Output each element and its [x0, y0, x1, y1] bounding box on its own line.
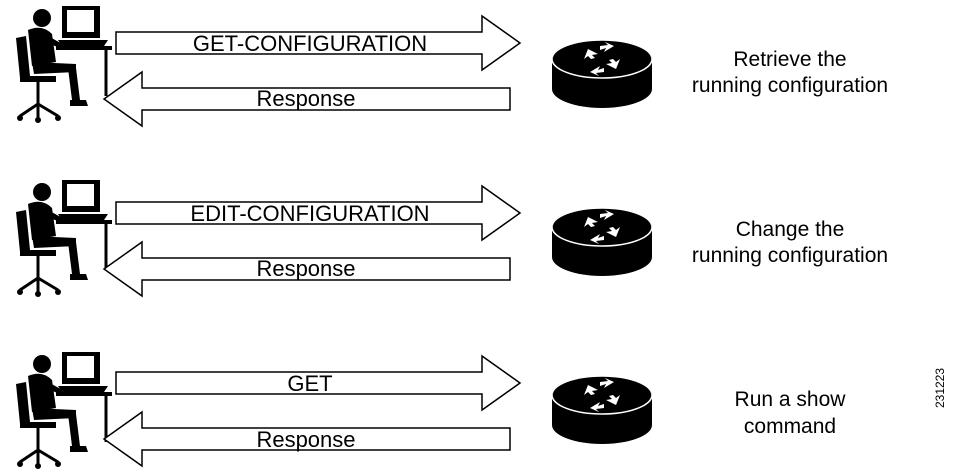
router-icon	[551, 375, 653, 445]
row-get-configuration: GET-CONFIGURATION Response Retrieve the …	[14, 4, 888, 127]
description-line-1: Change the	[736, 218, 845, 241]
row-get: GET Response Run a show command	[14, 350, 847, 471]
figure-id: 231223	[933, 368, 947, 408]
router-icon	[551, 39, 653, 109]
request-label: EDIT-CONFIGURATION	[190, 201, 429, 226]
user-workstation-icon	[14, 178, 114, 299]
request-label: GET	[287, 371, 332, 396]
user-workstation-icon	[14, 350, 114, 471]
router-icon	[551, 207, 653, 277]
description-line-2: running configuration	[692, 74, 888, 97]
response-label: Response	[256, 86, 355, 111]
user-workstation-icon	[14, 4, 114, 125]
description-line-1: Retrieve the	[733, 48, 846, 71]
description-line-2: command	[744, 415, 836, 438]
description-line-1: Run a show	[735, 388, 847, 411]
request-label: GET-CONFIGURATION	[193, 31, 427, 56]
row-edit-configuration: EDIT-CONFIGURATION Response Change the r…	[14, 178, 888, 299]
response-label: Response	[256, 256, 355, 281]
description-line-2: running configuration	[692, 244, 888, 267]
response-label: Response	[256, 427, 355, 452]
